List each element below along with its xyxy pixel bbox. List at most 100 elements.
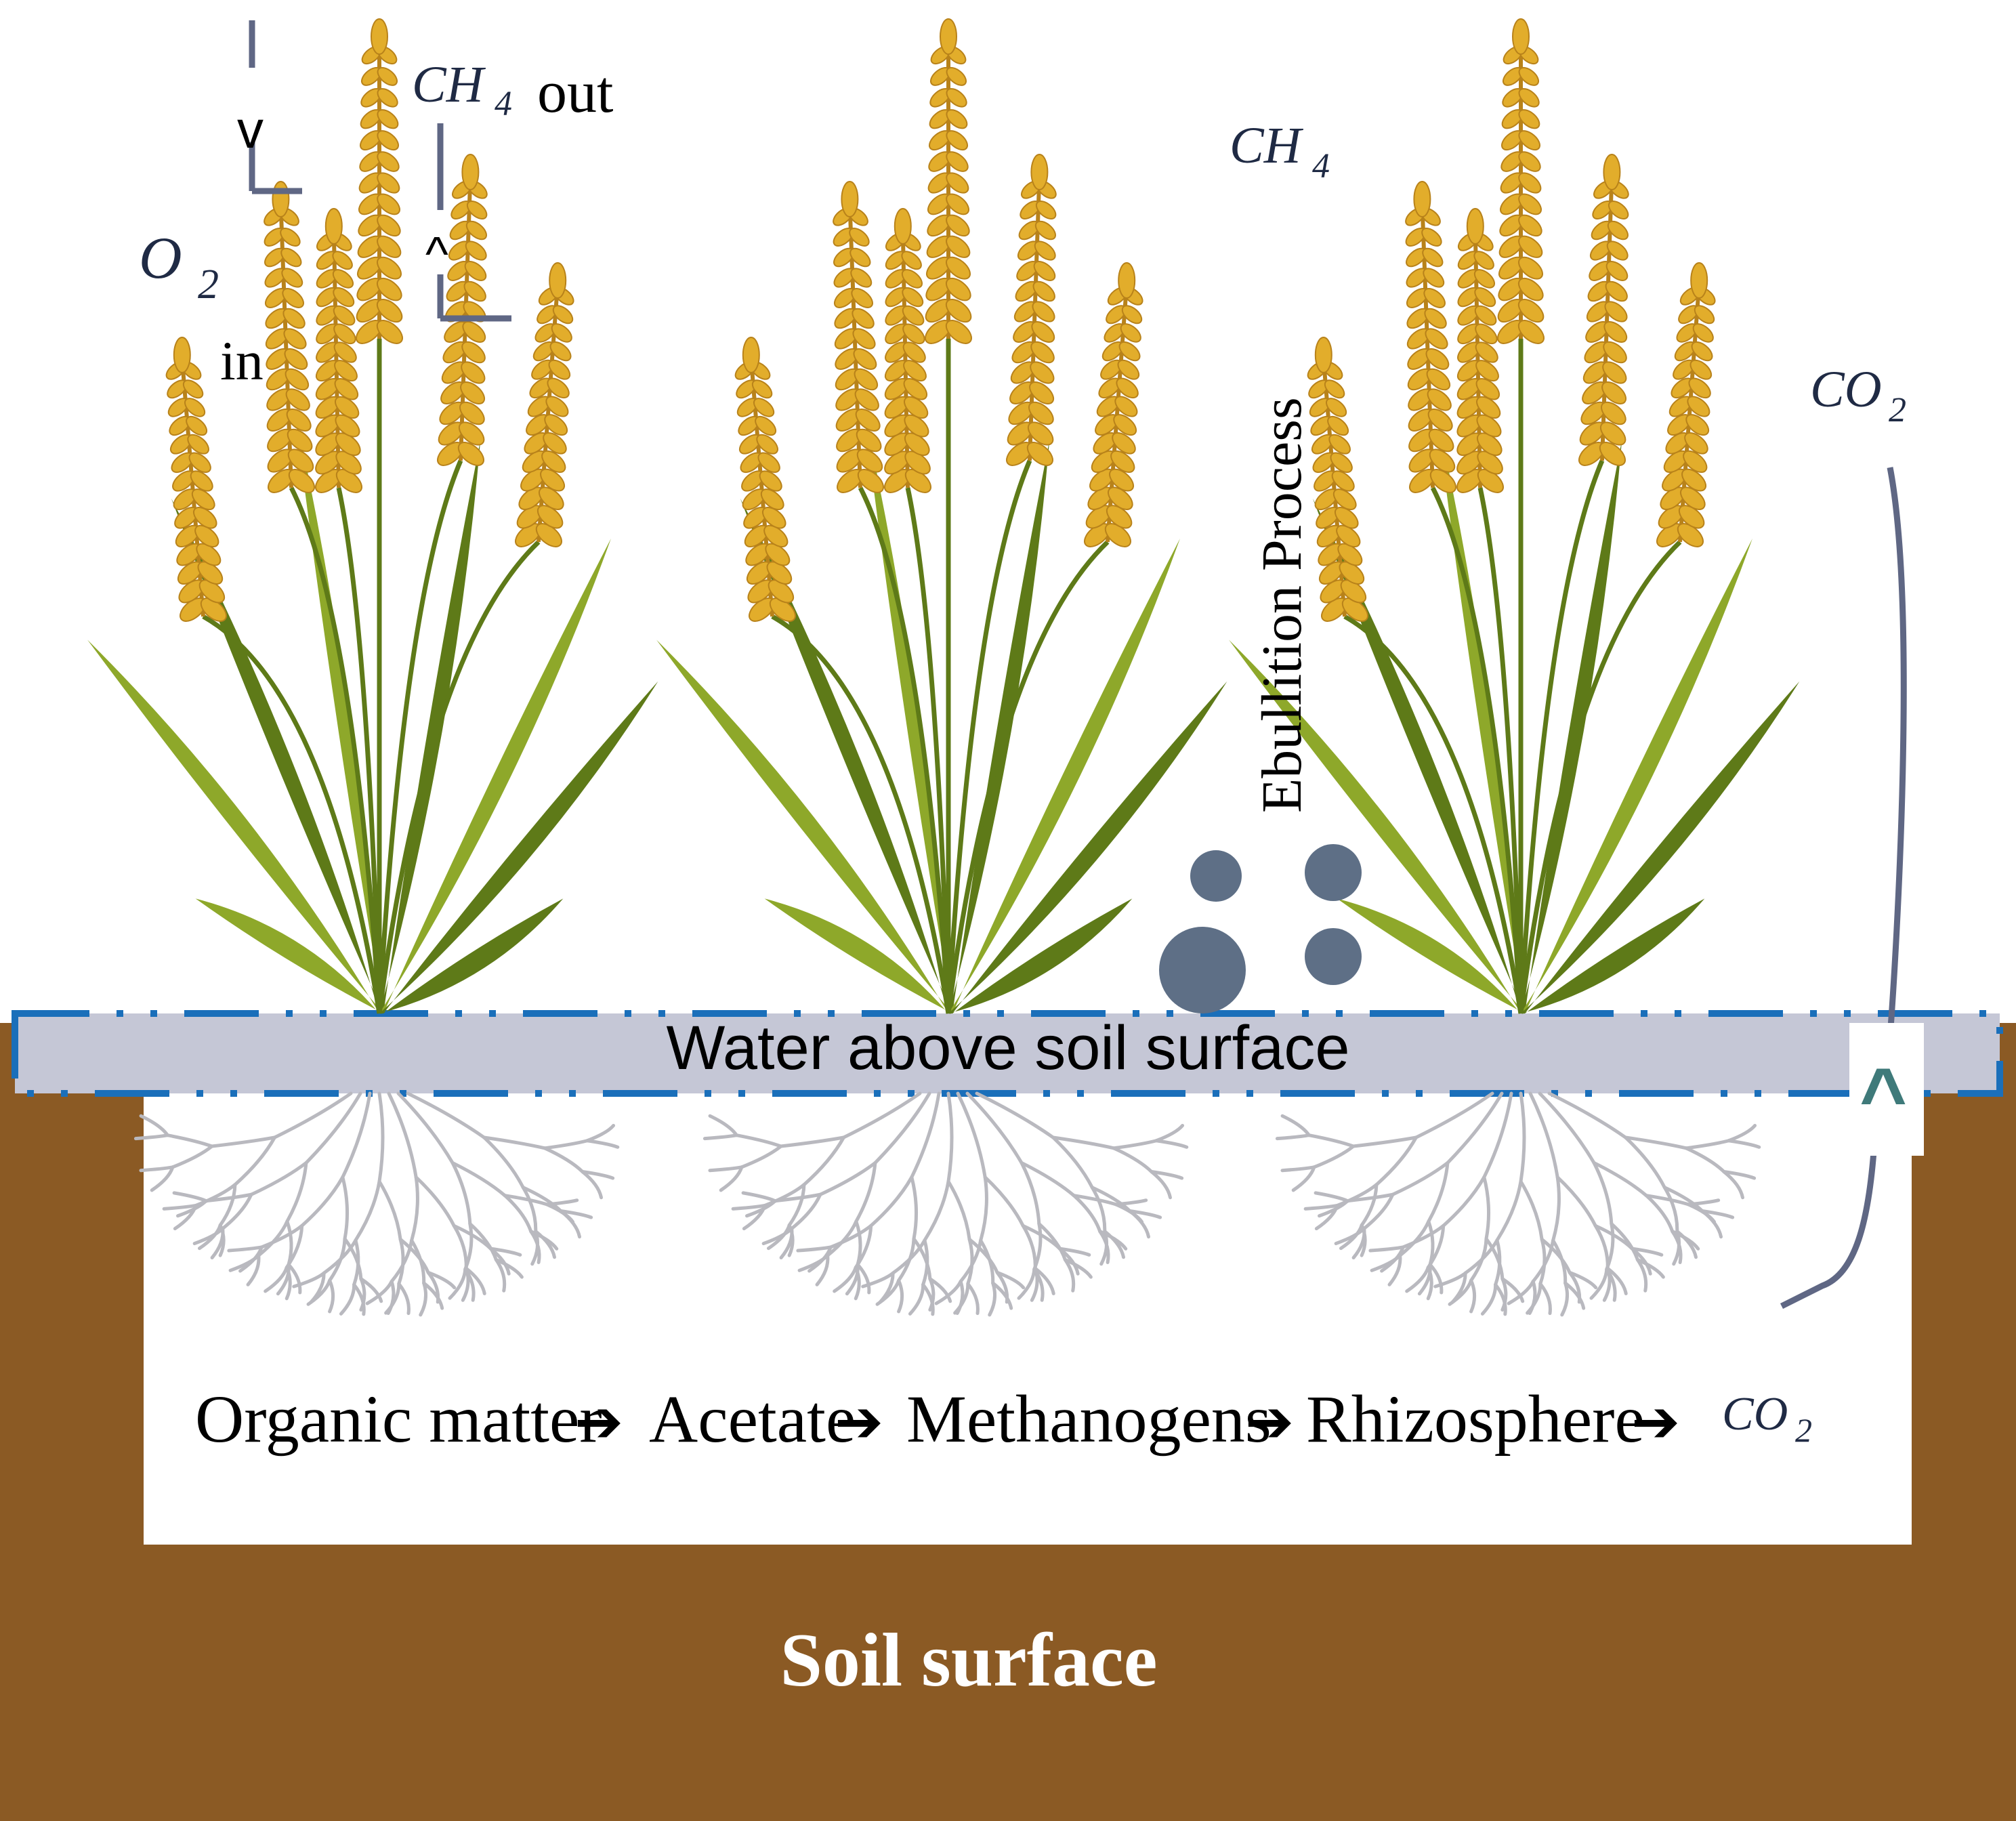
grain bbox=[768, 579, 795, 604]
grain bbox=[1331, 470, 1355, 492]
root bbox=[300, 1175, 345, 1228]
root bbox=[1318, 1199, 1349, 1218]
root bbox=[450, 1160, 472, 1226]
grain bbox=[1326, 398, 1347, 417]
grain-tip bbox=[461, 154, 480, 190]
root bbox=[543, 1139, 589, 1150]
root bbox=[854, 1160, 877, 1223]
grain bbox=[1324, 379, 1345, 399]
root bbox=[1531, 1238, 1555, 1284]
grain bbox=[1114, 396, 1138, 417]
svg-text:2: 2 bbox=[1889, 391, 1906, 430]
root bbox=[285, 1223, 304, 1270]
grain bbox=[284, 348, 308, 370]
root bbox=[272, 1091, 353, 1139]
grain bbox=[1425, 348, 1450, 370]
grain bbox=[946, 235, 971, 258]
root bbox=[826, 1219, 858, 1257]
pathway-step-acetate: Acetate bbox=[649, 1381, 856, 1457]
grain bbox=[1030, 341, 1055, 364]
root bbox=[285, 1160, 308, 1223]
root bbox=[257, 1219, 289, 1257]
grain bbox=[753, 398, 775, 417]
grain bbox=[186, 415, 208, 436]
grain bbox=[1032, 301, 1055, 322]
grain bbox=[904, 414, 929, 438]
grain bbox=[850, 268, 873, 288]
grain bbox=[851, 288, 873, 308]
root bbox=[1500, 1277, 1525, 1303]
grain-tip bbox=[324, 208, 343, 245]
root bbox=[1360, 1183, 1379, 1228]
grain bbox=[760, 488, 784, 511]
root bbox=[1700, 1209, 1723, 1239]
grain bbox=[332, 269, 354, 289]
grain bbox=[465, 240, 487, 261]
root bbox=[246, 1253, 261, 1286]
grain bbox=[1423, 268, 1445, 288]
root bbox=[581, 1170, 615, 1180]
grain bbox=[193, 507, 217, 529]
root bbox=[910, 1091, 941, 1179]
svg-text:CH: CH bbox=[1230, 117, 1304, 174]
grain bbox=[945, 298, 972, 323]
grain bbox=[1473, 251, 1494, 270]
co2-right-label: CO 2 bbox=[1810, 361, 1906, 430]
grain bbox=[1427, 388, 1452, 411]
root bbox=[1051, 1135, 1116, 1150]
grain bbox=[333, 305, 356, 326]
grain bbox=[1030, 361, 1055, 384]
root bbox=[390, 1238, 414, 1284]
grain bbox=[946, 130, 969, 151]
grain-tip bbox=[841, 181, 859, 217]
grain bbox=[182, 379, 204, 399]
grain bbox=[1429, 469, 1456, 493]
root bbox=[983, 1175, 1025, 1228]
o2-in-label: in bbox=[220, 330, 264, 392]
grain bbox=[1116, 377, 1139, 399]
grain bbox=[547, 377, 570, 399]
root bbox=[359, 1277, 383, 1303]
stem bbox=[202, 614, 382, 1014]
svg-text:2: 2 bbox=[198, 261, 219, 308]
grain bbox=[765, 543, 791, 566]
stem bbox=[946, 459, 1032, 1014]
grain bbox=[1423, 288, 1446, 308]
stem bbox=[1430, 486, 1524, 1014]
grain bbox=[1691, 341, 1713, 362]
root bbox=[406, 1091, 486, 1139]
grain bbox=[1518, 109, 1540, 129]
pathway-arrow: ➔ bbox=[835, 1389, 883, 1454]
root bbox=[488, 1247, 522, 1257]
leaf bbox=[379, 440, 481, 1013]
grain bbox=[1518, 130, 1541, 151]
grain bbox=[551, 323, 572, 343]
root bbox=[1032, 1267, 1045, 1302]
grain bbox=[1327, 415, 1349, 436]
grain bbox=[335, 469, 362, 493]
grain bbox=[946, 109, 968, 129]
root bbox=[210, 1135, 276, 1148]
grain bbox=[280, 247, 302, 268]
root bbox=[910, 1175, 919, 1241]
grain bbox=[1518, 256, 1543, 280]
root bbox=[218, 1183, 237, 1228]
root bbox=[1128, 1209, 1150, 1239]
grain bbox=[1107, 486, 1133, 510]
root bbox=[397, 1282, 411, 1316]
root bbox=[1345, 1192, 1395, 1203]
root bbox=[352, 1238, 360, 1286]
root bbox=[1414, 1091, 1494, 1139]
root bbox=[463, 1221, 474, 1271]
leaf bbox=[1521, 681, 1800, 1013]
grain bbox=[902, 323, 925, 345]
grain bbox=[1034, 220, 1056, 240]
root bbox=[581, 1170, 603, 1200]
root bbox=[975, 1091, 1055, 1139]
root bbox=[559, 1209, 582, 1239]
grain bbox=[856, 428, 882, 453]
grain bbox=[1605, 261, 1629, 281]
grain bbox=[1476, 432, 1503, 456]
stem bbox=[1343, 614, 1524, 1014]
root bbox=[1494, 1282, 1507, 1316]
